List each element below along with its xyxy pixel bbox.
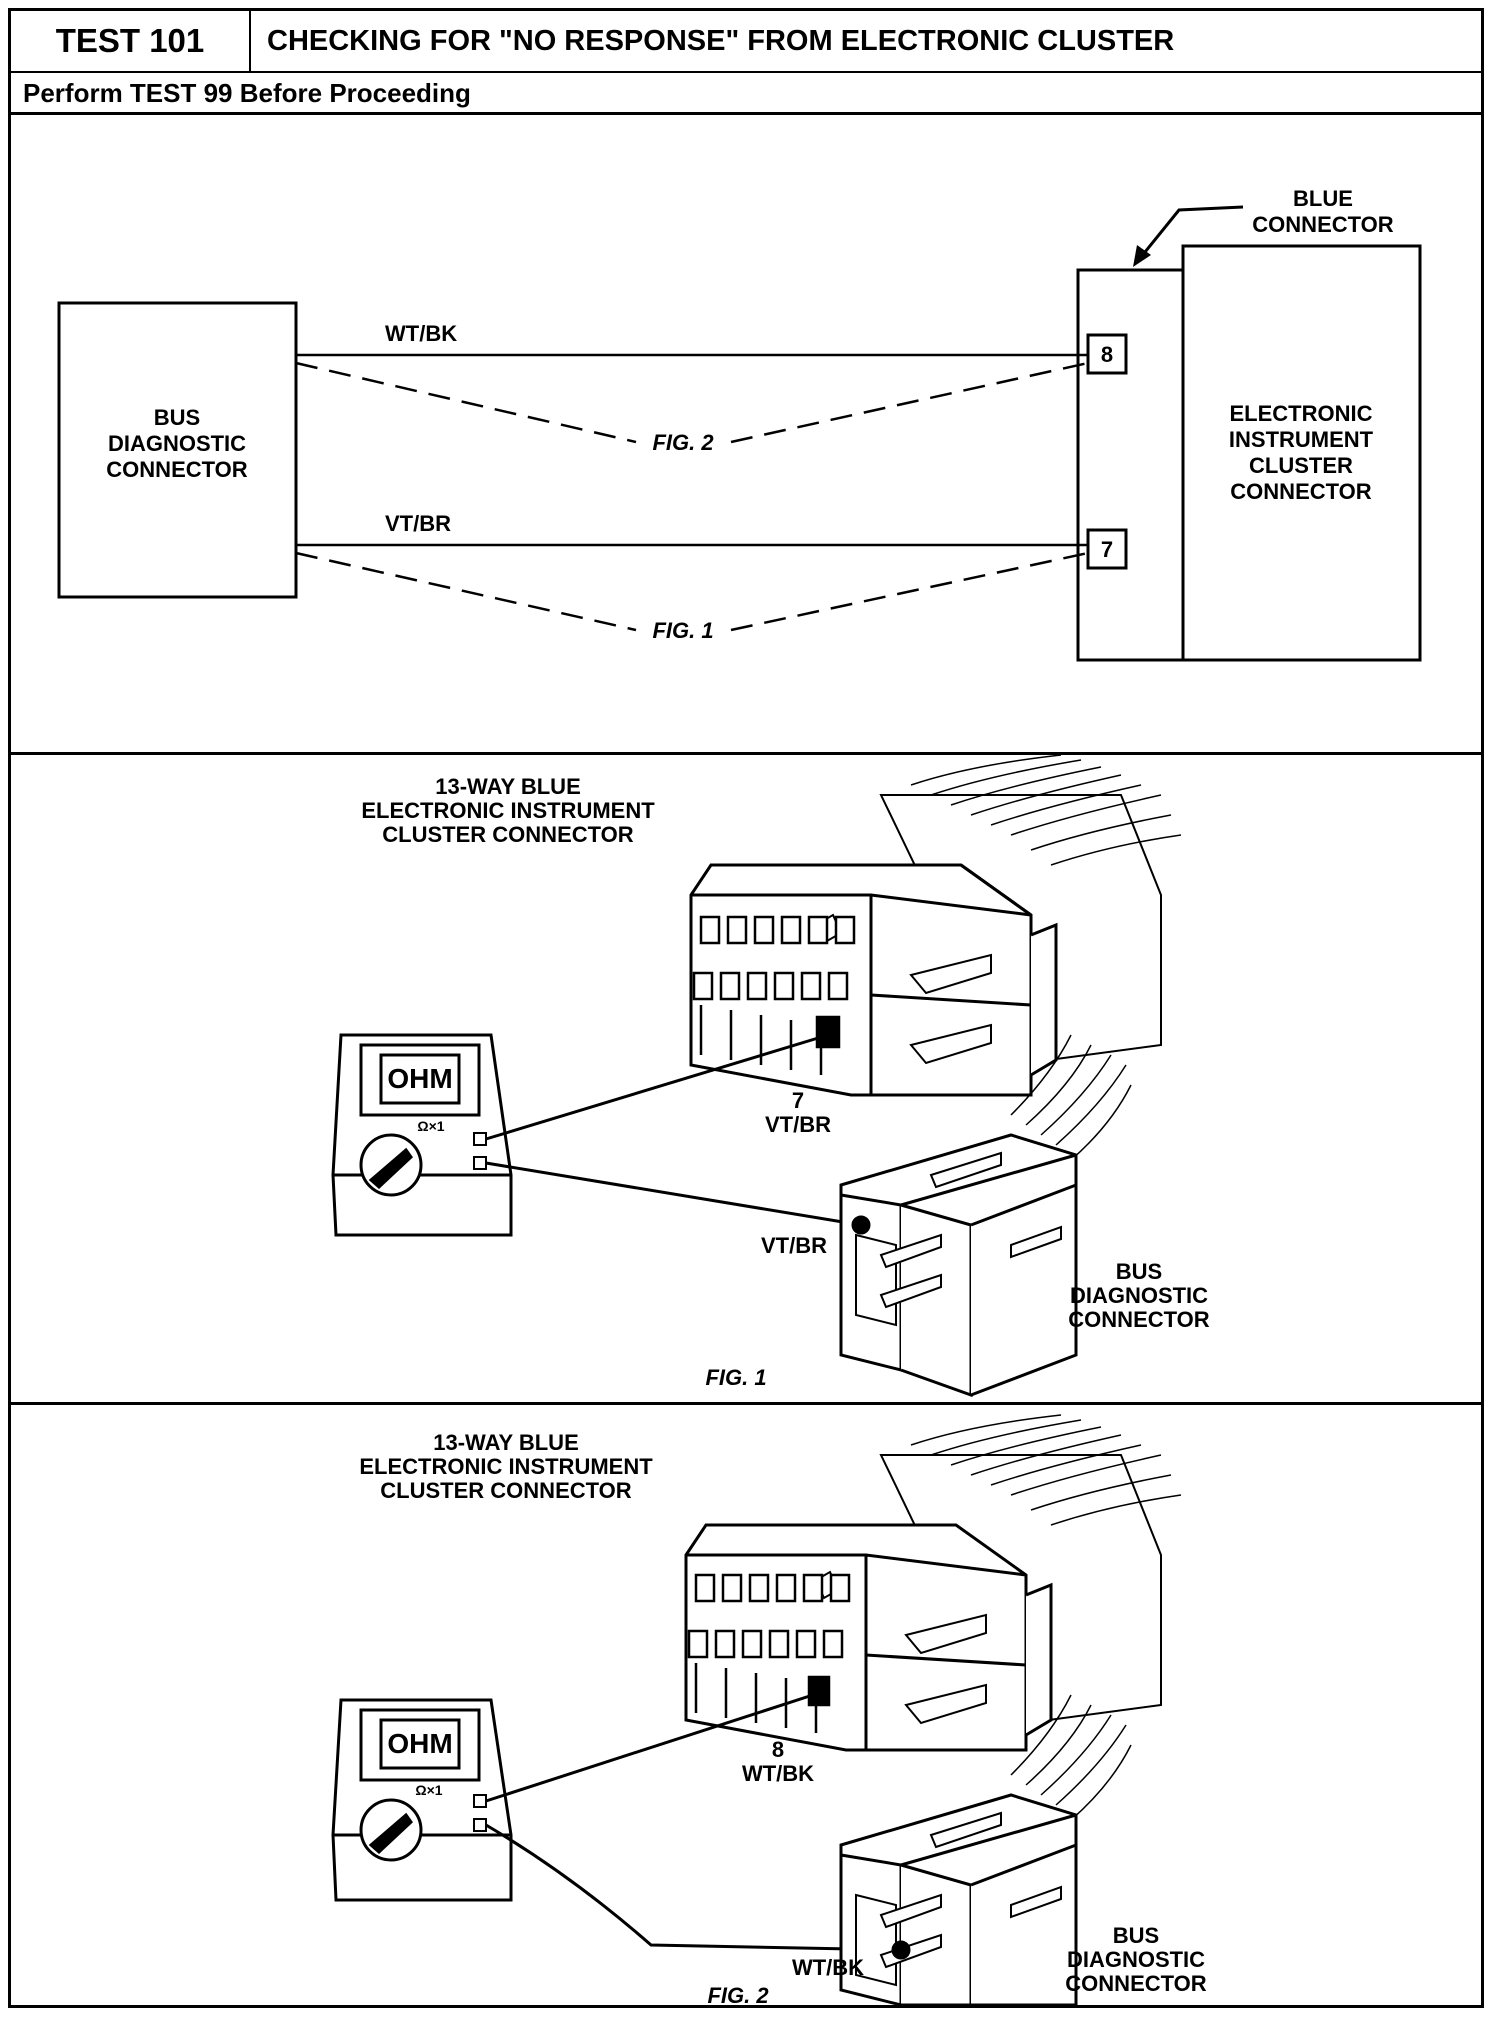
pin-7-box	[1086, 528, 1128, 570]
fig2-bus-wire: WT/BK	[792, 1955, 864, 1980]
fig2-bus-label-2: DIAGNOSTIC	[1067, 1947, 1205, 1972]
cluster-connector-box	[1181, 244, 1422, 662]
test-id: TEST 101	[11, 11, 251, 71]
fig1-bus-label-2: DIAGNOSTIC	[1070, 1283, 1208, 1308]
fig2-meter-range: Ω×1	[415, 1782, 442, 1798]
test-title: CHECKING FOR "NO RESPONSE" FROM ELECTRON…	[267, 25, 1175, 57]
wire-wt-bk-label: WT/BK	[385, 321, 457, 346]
fig2-connector-cavities	[687, 1573, 851, 1733]
fig2-ohmmeter	[331, 1698, 513, 1902]
callout-arrow-line	[1139, 205, 1244, 258]
fig2-connector-label-1: 13-WAY BLUE	[433, 1430, 579, 1455]
right-box-line-3: CLUSTER	[1249, 453, 1353, 478]
schematic-diagram: BUS DIAGNOSTIC CONNECTOR 8 7 ELECTRONIC …	[57, 186, 1422, 662]
blue-connector-label-1: BLUE	[1293, 186, 1353, 211]
fig2-connector-label-2: ELECTRONIC INSTRUMENT	[359, 1454, 653, 1479]
fig1-probe-lead-a	[485, 1033, 829, 1141]
fig1-bus-diagnostic-connector	[839, 1034, 1132, 1398]
fig2-caption: FIG. 2	[707, 1983, 769, 2005]
fig2-panel: 13-WAY BLUE ELECTRONIC INSTRUMENT CLUSTE…	[11, 1405, 1481, 2005]
fig2-pin-wire: WT/BK	[742, 1761, 814, 1786]
fig2-connector-label-3: CLUSTER CONNECTOR	[380, 1478, 631, 1503]
left-box-line-2: DIAGNOSTIC	[108, 431, 246, 456]
fig1-bus-label-3: CONNECTOR	[1068, 1307, 1209, 1332]
fig2-probe-lead-b	[485, 1823, 902, 1952]
fig1-probe-lead-b	[485, 1161, 862, 1227]
header-row: TEST 101 CHECKING FOR "NO RESPONSE" FROM…	[11, 11, 1481, 73]
blue-connector-block	[1076, 268, 1185, 662]
fig1-connector-label-3: CLUSTER CONNECTOR	[382, 822, 633, 847]
fig1-pin-wire: VT/BR	[765, 1112, 831, 1137]
fig1-dashed-lead	[295, 551, 1089, 632]
right-box-line-4: CONNECTOR	[1230, 479, 1371, 504]
fig1-pin-number: 7	[792, 1088, 804, 1113]
fig1-meter-range: Ω×1	[417, 1118, 444, 1134]
pin-7-label: 7	[1101, 537, 1113, 562]
pin-8-label: 8	[1101, 342, 1113, 367]
fig2-reference: FIG. 2	[652, 430, 714, 455]
fig1-panel: 13-WAY BLUE ELECTRONIC INSTRUMENT CLUSTE…	[11, 755, 1481, 1405]
fig1-caption: FIG. 1	[705, 1365, 766, 1390]
fig1-illustration: 13-WAY BLUE ELECTRONIC INSTRUMENT CLUSTE…	[331, 755, 1210, 1398]
right-box-line-1: ELECTRONIC	[1230, 401, 1373, 426]
bus-diagnostic-connector-box	[57, 301, 298, 599]
schematic-panel: BUS DIAGNOSTIC CONNECTOR 8 7 ELECTRONIC …	[11, 115, 1481, 755]
wire-vt-br-label: VT/BR	[385, 511, 451, 536]
fig1-connector-cavities	[692, 915, 856, 1075]
fig1-connector-label-2: ELECTRONIC INSTRUMENT	[361, 798, 655, 823]
right-box-line-2: INSTRUMENT	[1229, 427, 1374, 452]
fig1-connector-label-1: 13-WAY BLUE	[435, 774, 581, 799]
fig1-meter-display: OHM	[387, 1063, 452, 1094]
fig2-pin-number: 8	[772, 1737, 784, 1762]
fig2-illustration: 13-WAY BLUE ELECTRONIC INSTRUMENT CLUSTE…	[331, 1414, 1207, 2005]
fig2-probe-lead-a	[485, 1691, 820, 1803]
fig2-bus-label-1: BUS	[1113, 1923, 1159, 1948]
fig2-bus-label-3: CONNECTOR	[1065, 1971, 1206, 1996]
left-box-line-3: CONNECTOR	[106, 457, 247, 482]
fig1-bus-label-1: BUS	[1116, 1259, 1162, 1284]
fig1-reference: FIG. 1	[652, 618, 713, 643]
callout-arrow-head	[1133, 245, 1151, 267]
prerequisite-note: Perform TEST 99 Before Proceeding	[11, 73, 1481, 115]
fig2-meter-display: OHM	[387, 1728, 452, 1759]
fig1-bus-wire: VT/BR	[761, 1233, 827, 1258]
fig2-bus-diagnostic-connector	[839, 1694, 1132, 2005]
fig1-13-way-connector	[689, 755, 1182, 1097]
blue-connector-label-2: CONNECTOR	[1252, 212, 1393, 237]
fig2-dashed-lead	[295, 361, 1089, 444]
fig2-13-way-connector	[684, 1414, 1182, 1752]
procedure-sheet: TEST 101 CHECKING FOR "NO RESPONSE" FROM…	[8, 8, 1484, 2008]
left-box-line-1: BUS	[154, 405, 200, 430]
fig1-ohmmeter	[331, 1033, 513, 1237]
